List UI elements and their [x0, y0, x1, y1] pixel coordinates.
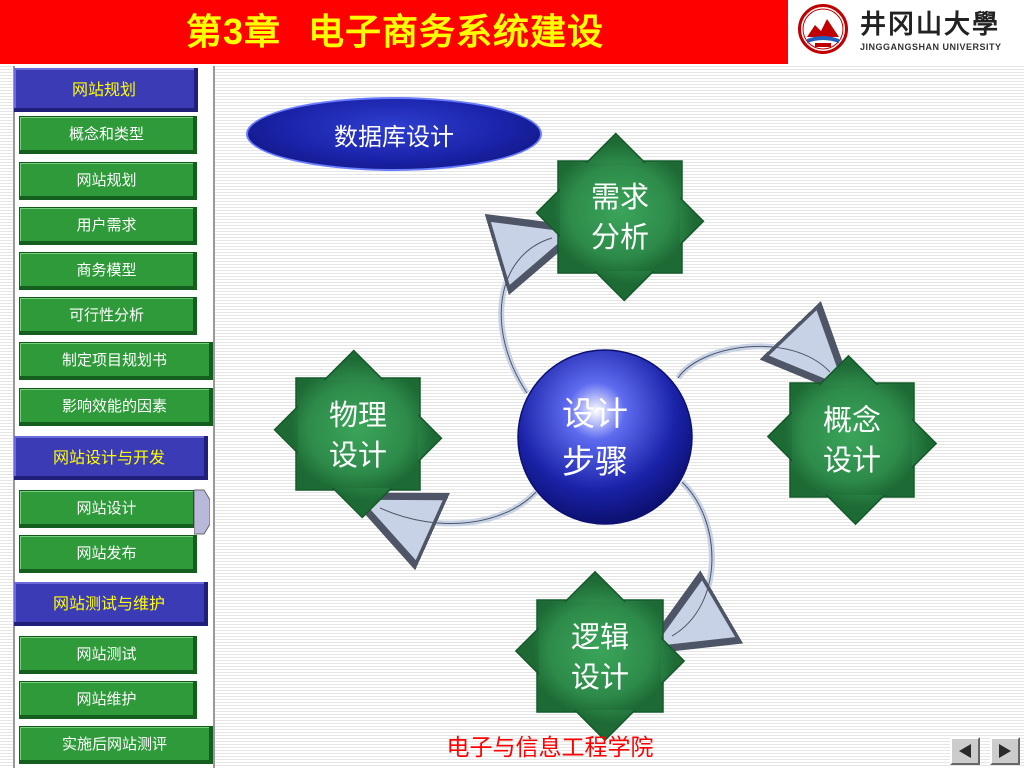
- sidebar-item-label: 网站规划: [76, 171, 137, 189]
- center-label-line: 设计: [562, 394, 628, 433]
- sidebar-item-performance-factors[interactable]: 影响效能的因素: [19, 388, 213, 426]
- triangle-right-icon: [999, 744, 1011, 758]
- node-logical-design: [514, 570, 686, 742]
- sidebar-item-website-design[interactable]: 网站设计: [19, 490, 197, 528]
- sidebar-item-business-model[interactable]: 商务模型: [19, 252, 197, 290]
- arrow-outline: [379, 491, 537, 524]
- sidebar-item-label: 商务模型: [76, 261, 137, 279]
- sidebar-item-post-evaluation[interactable]: 实施后网站测评: [19, 726, 213, 764]
- prev-slide-button[interactable]: [950, 737, 980, 765]
- node-label-line: 设计: [822, 443, 881, 477]
- sidebar-section-website-planning[interactable]: 网站规划: [14, 68, 198, 112]
- sidebar-item-label: 概念和类型: [68, 125, 144, 143]
- title-number: 3: [222, 11, 244, 52]
- arrow-outline: [671, 481, 713, 637]
- database-design-topic: 数据库设计: [246, 97, 542, 171]
- node-label-line: 逻辑: [570, 620, 629, 654]
- footer-college-name: 电子与信息工程学院: [446, 735, 654, 761]
- section-label: 网站规划: [71, 80, 136, 99]
- node-label-line: 物理: [328, 398, 387, 432]
- arrow-outline: [677, 345, 831, 379]
- logo-chinese-name: 井冈山大學: [860, 10, 1001, 40]
- arrow-center-to-requirements: [501, 238, 552, 395]
- sidebar-item-website-publish[interactable]: 网站发布: [19, 535, 197, 573]
- sidebar-item-project-plan[interactable]: 制定项目规划书: [19, 342, 213, 380]
- node-physical-design: [273, 349, 443, 519]
- arrow-center-to-conceptual: [675, 346, 830, 378]
- sidebar-item-website-maintenance[interactable]: 网站维护: [19, 681, 197, 719]
- sidebar-item-label: 网站设计: [76, 499, 137, 517]
- sidebar-item-user-needs[interactable]: 用户需求: [19, 207, 197, 245]
- arrow-center-to-physical: [380, 489, 539, 524]
- node-label-line: 设计: [328, 438, 387, 472]
- node-label-requirements: 需求 分析: [560, 177, 680, 257]
- sidebar-item-planning[interactable]: 网站规划: [19, 162, 197, 200]
- node-requirements-analysis: [535, 132, 705, 302]
- center-label: 设计 步骤: [525, 390, 665, 486]
- center-design-steps: [517, 349, 693, 525]
- center-label-line: 步骤: [562, 442, 628, 481]
- section-label: 网站设计与开发: [52, 448, 165, 467]
- node-label-line: 概念: [822, 403, 881, 437]
- node-label-conceptual: 概念 设计: [792, 400, 912, 480]
- sidebar-item-label: 网站发布: [76, 544, 137, 562]
- triangle-left-icon: [959, 744, 971, 758]
- node-conceptual-design: [766, 354, 938, 526]
- next-slide-button[interactable]: [990, 737, 1020, 765]
- sidebar-item-label: 影响效能的因素: [61, 397, 167, 415]
- arrow-tab-icon: [194, 489, 210, 535]
- sidebar-section-design-development[interactable]: 网站设计与开发: [14, 436, 208, 480]
- node-label-line: 设计: [570, 660, 629, 694]
- university-emblem-icon: [798, 4, 848, 54]
- title-prefix: 第: [185, 12, 223, 53]
- node-label-line: 需求: [590, 180, 649, 214]
- sidebar-item-label: 实施后网站测评: [61, 735, 167, 753]
- sidebar-item-label: 用户需求: [76, 216, 137, 234]
- university-logo: 井冈山大學 JINGGANGSHAN UNIVERSITY: [788, 0, 1024, 64]
- section-label: 网站测试与维护: [52, 594, 165, 613]
- logo-english-name: JINGGANGSHAN UNIVERSITY: [860, 42, 1002, 52]
- sidebar-section-test-maintenance[interactable]: 网站测试与维护: [14, 582, 208, 626]
- sidebar-item-label: 可行性分析: [68, 306, 144, 324]
- sidebar-item-label: 网站维护: [76, 690, 137, 708]
- sidebar-item-label: 制定项目规划书: [61, 351, 167, 369]
- title-suffix: 章 电子商务系统建设: [243, 12, 605, 53]
- header-bar: 第3章 电子商务系统建设 井冈山大學 JINGGANGSHAN UNIVERSI…: [0, 0, 1024, 64]
- node-label-line: 分析: [590, 220, 649, 254]
- sidebar-item-label: 网站测试: [76, 645, 137, 663]
- sidebar-item-website-testing[interactable]: 网站测试: [19, 636, 197, 674]
- sidebar-item-concepts[interactable]: 概念和类型: [19, 116, 197, 154]
- node-label-logical: 逻辑 设计: [540, 617, 660, 697]
- arrow-center-to-logical: [672, 479, 712, 636]
- arrow-outline: [500, 237, 553, 394]
- topic-label: 数据库设计: [334, 122, 454, 151]
- node-label-physical: 物理 设计: [298, 395, 418, 475]
- sidebar-item-feasibility[interactable]: 可行性分析: [19, 297, 197, 335]
- page-title: 第3章 电子商务系统建设: [0, 0, 790, 64]
